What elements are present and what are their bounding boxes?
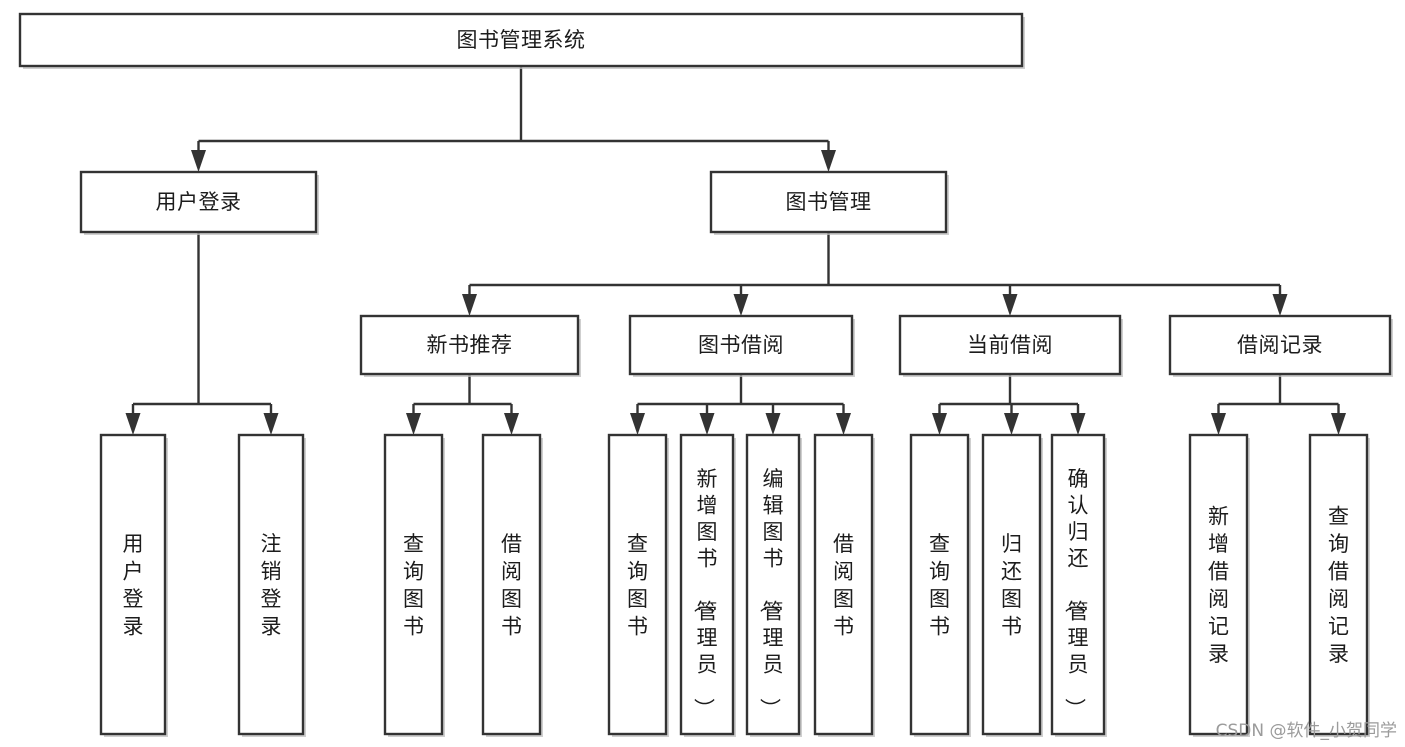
- node-label: 编辑图书（管理员）: [758, 467, 784, 719]
- node-root[interactable]: 图书管理系统: [18, 12, 1025, 69]
- node-label: 新增借阅记录: [1208, 504, 1229, 666]
- node-label: 借阅记录: [1237, 333, 1323, 357]
- node-label: 用户登录: [156, 190, 242, 214]
- node-label: 图书管理: [786, 190, 872, 214]
- node-label: 新增图书（管理员）: [692, 467, 718, 719]
- node-label: 注销登录: [261, 532, 282, 639]
- node-leaf-user-login[interactable]: 用户登录: [99, 433, 168, 737]
- node-label: 查询图书: [403, 532, 424, 639]
- node-leaf-borrow-book-1[interactable]: 借阅图书: [481, 433, 543, 737]
- node-book-manage[interactable]: 图书管理: [709, 170, 949, 235]
- node-label: 图书借阅: [698, 333, 784, 357]
- node-borrow-record[interactable]: 借阅记录: [1168, 314, 1393, 377]
- connector-layer: [125, 66, 1346, 435]
- node-label: 图书管理系统: [457, 28, 586, 52]
- watermark-label: CSDN @软件_小贺同学: [1215, 721, 1397, 741]
- node-leaf-add-record[interactable]: 新增借阅记录: [1188, 433, 1250, 737]
- node-leaf-return-book[interactable]: 归还图书: [981, 433, 1043, 737]
- node-leaf-query-book-1[interactable]: 查询图书: [383, 433, 445, 737]
- node-label: 查询借阅记录: [1328, 504, 1349, 666]
- node-leaf-borrow-book-2[interactable]: 借阅图书: [813, 433, 875, 737]
- node-label: 当前借阅: [967, 333, 1053, 357]
- node-book-borrow[interactable]: 图书借阅: [628, 314, 855, 377]
- node-leaf-user-logout[interactable]: 注销登录: [237, 433, 306, 737]
- node-label: 查询图书: [627, 532, 648, 639]
- node-label: 新书推荐: [427, 333, 513, 357]
- node-label: 确认归还（管理员）: [1063, 467, 1089, 719]
- node-label: 借阅图书: [833, 532, 854, 639]
- node-label: 用户登录: [123, 532, 144, 639]
- node-leaf-query-record[interactable]: 查询借阅记录: [1308, 433, 1370, 737]
- node-label: 归还图书: [1001, 532, 1022, 639]
- node-label: 借阅图书: [501, 532, 522, 639]
- node-layer: 图书管理系统用户登录图书管理新书推荐图书借阅当前借阅借阅记录用户登录注销登录查询…: [18, 12, 1393, 737]
- node-leaf-query-book-2[interactable]: 查询图书: [607, 433, 669, 737]
- node-leaf-add-book[interactable]: 新增图书（管理员）: [679, 433, 736, 737]
- node-label: 查询图书: [929, 532, 950, 639]
- node-new-book-rec[interactable]: 新书推荐: [359, 314, 581, 377]
- node-leaf-query-book-3[interactable]: 查询图书: [909, 433, 971, 737]
- node-leaf-edit-book[interactable]: 编辑图书（管理员）: [745, 433, 802, 737]
- node-current-borrow[interactable]: 当前借阅: [898, 314, 1123, 377]
- node-leaf-confirm-return[interactable]: 确认归还（管理员）: [1050, 433, 1107, 737]
- node-user-login[interactable]: 用户登录: [79, 170, 319, 235]
